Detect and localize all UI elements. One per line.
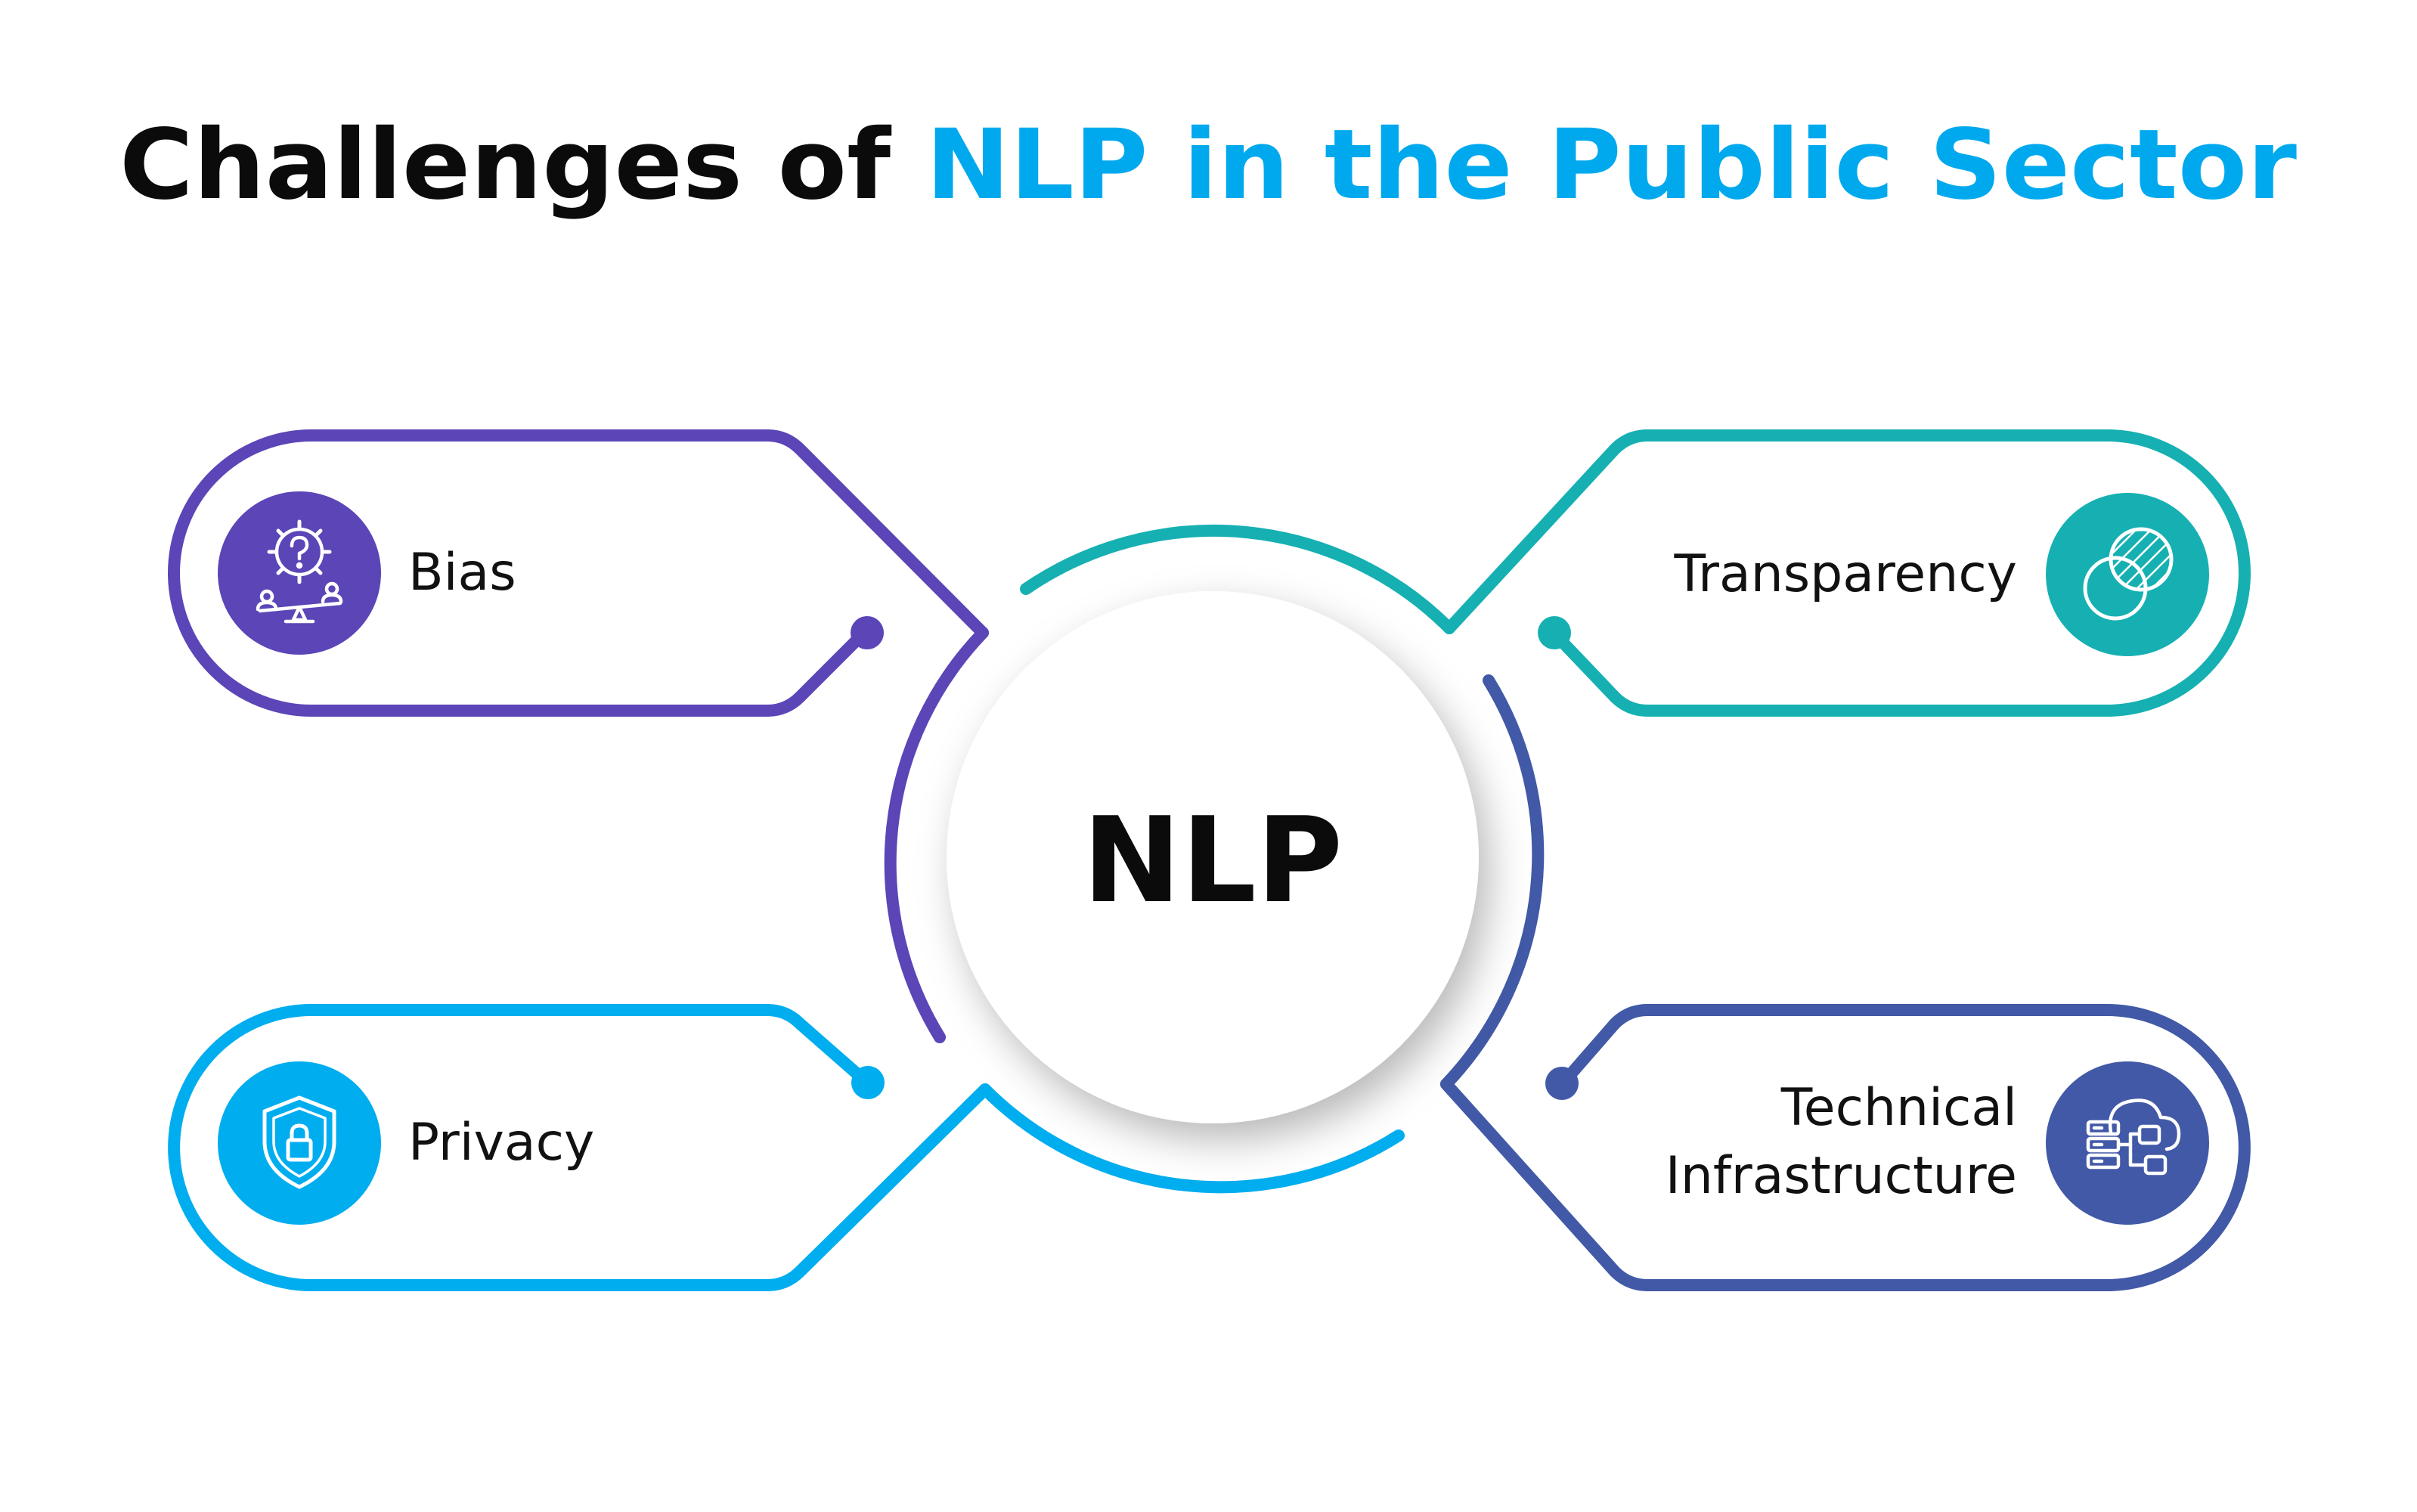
- transparency-outline: [1443, 429, 2251, 717]
- page-title: Challenges of NLP in the Public Sector: [119, 109, 2297, 222]
- arc-right: [1440, 674, 1545, 1090]
- arc-left: [884, 627, 989, 1043]
- challenge-privacy: Privacy: [168, 1004, 991, 1291]
- challenge-bias: Bias: [168, 429, 989, 717]
- transparency-label: Transparency: [1673, 544, 2017, 604]
- balance-scale-icon: [256, 519, 343, 624]
- technical-label-line2: Infrastructure: [1666, 1146, 2017, 1206]
- shield-lock-icon: [262, 1095, 336, 1189]
- bias-connector-dot: [851, 616, 884, 649]
- privacy-label: Privacy: [408, 1113, 594, 1173]
- technical-outline: [1440, 1004, 2251, 1291]
- overlapping-circles-icon: [2083, 527, 2174, 621]
- title-part-dark: Challenges of: [119, 109, 925, 222]
- center-label: NLP: [1083, 792, 1343, 929]
- arc-bottom: [979, 1083, 1405, 1194]
- arc-top: [1020, 524, 1455, 634]
- privacy-icon-circle: [218, 1061, 381, 1225]
- bias-outline: [168, 429, 989, 717]
- bias-label: Bias: [408, 543, 516, 603]
- technical-label-line1: Technical: [1780, 1078, 2017, 1138]
- technical-connector-dot: [1545, 1067, 1579, 1100]
- center-hub: NLP: [947, 591, 1479, 1123]
- privacy-outline: [168, 1004, 991, 1291]
- challenge-technical-infrastructure: Technical Infrastructure: [1440, 1004, 2251, 1291]
- transparency-connector-dot: [1538, 616, 1571, 649]
- challenge-transparency: Transparency: [1443, 429, 2251, 717]
- privacy-connector-dot: [851, 1066, 885, 1099]
- center-circle: [947, 591, 1479, 1123]
- cloud-server-icon: [2086, 1098, 2181, 1176]
- title-part-accent: NLP in the Public Sector: [925, 109, 2297, 222]
